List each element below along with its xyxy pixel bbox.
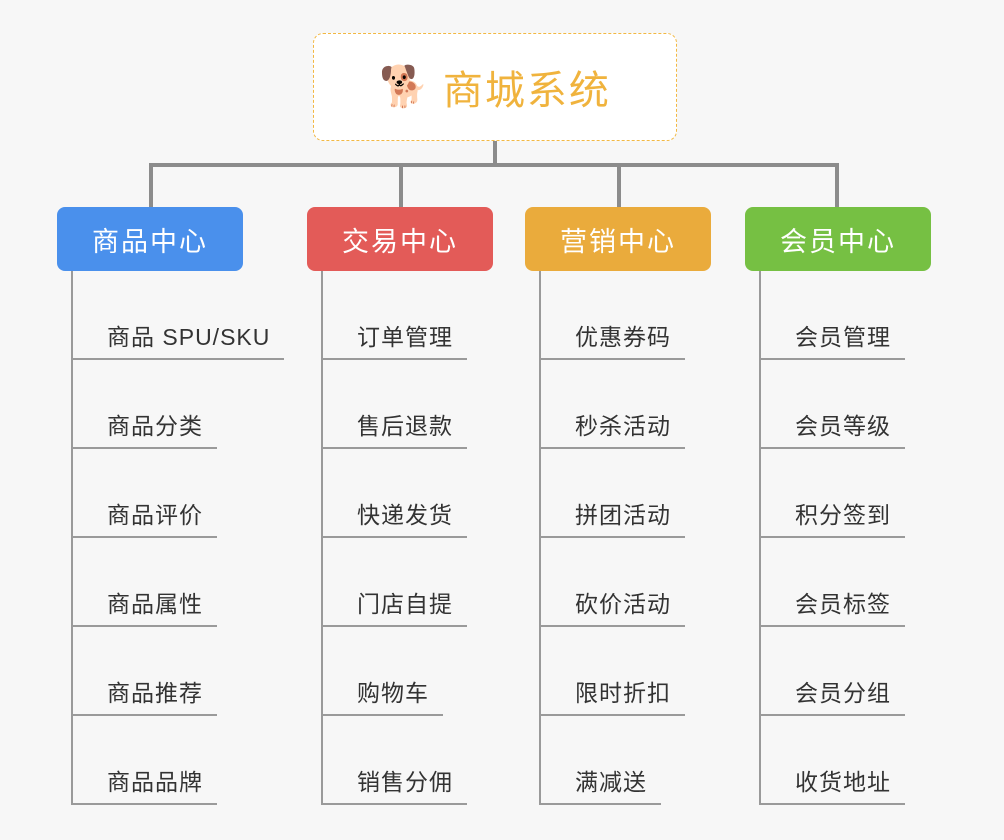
connector-leaf-rule: [539, 447, 571, 449]
branch-label: 交易中心: [342, 226, 458, 257]
connector-leaf-rule: [71, 803, 103, 805]
leaf-item[interactable]: 商品 SPU/SKU: [71, 271, 285, 360]
leaf-item[interactable]: 购物车: [321, 627, 467, 716]
connector-leaf-rule: [759, 803, 791, 805]
leaf-item[interactable]: 收货地址: [759, 716, 905, 805]
shiba-dog-icon: 🐕: [379, 65, 429, 109]
connector-leaf-rule: [759, 714, 791, 716]
connector-leaf-rule: [321, 803, 353, 805]
connector-drop-3: [617, 163, 621, 207]
leaf-item-label: 会员管理: [791, 318, 905, 360]
connector-leaf-rule: [71, 714, 103, 716]
root-node-mall-system[interactable]: 🐕 商城系统: [313, 33, 677, 141]
leaf-item-label: 订单管理: [353, 318, 467, 360]
leaf-item[interactable]: 满减送: [539, 716, 685, 805]
leaf-item[interactable]: 会员等级: [759, 360, 905, 449]
branch-node-product-center[interactable]: 商品中心: [57, 207, 243, 271]
leaf-item-label: 商品品牌: [103, 763, 217, 805]
branch-label: 商品中心: [92, 226, 208, 257]
connector-drop-1: [149, 163, 153, 207]
leaf-item[interactable]: 销售分佣: [321, 716, 467, 805]
branch-label: 会员中心: [780, 226, 896, 257]
connector-horizontal-bus: [149, 163, 837, 167]
leaf-item[interactable]: 限时折扣: [539, 627, 685, 716]
leaf-item-label: 门店自提: [353, 585, 467, 627]
branch-node-member-center[interactable]: 会员中心: [745, 207, 931, 271]
leaf-item-label: 会员分组: [791, 674, 905, 716]
connector-leaf-rule: [71, 447, 103, 449]
leaf-item-label: 购物车: [353, 674, 443, 716]
connector-leaf-rule: [539, 714, 571, 716]
leaf-column-member-center: 会员管理 会员等级 积分签到 会员标签 会员分组 收货地址: [759, 271, 905, 805]
connector-trunk: [321, 271, 323, 805]
leaf-item[interactable]: 秒杀活动: [539, 360, 685, 449]
connector-leaf-rule: [759, 536, 791, 538]
leaf-item[interactable]: 订单管理: [321, 271, 467, 360]
leaf-item-label: 积分签到: [791, 496, 905, 538]
leaf-item-label: 会员等级: [791, 407, 905, 449]
leaf-item-label: 会员标签: [791, 585, 905, 627]
connector-root-stem: [493, 141, 497, 165]
leaf-item-label: 收货地址: [791, 763, 905, 805]
connector-leaf-rule: [321, 714, 353, 716]
leaf-item[interactable]: 门店自提: [321, 538, 467, 627]
connector-leaf-rule: [759, 625, 791, 627]
leaf-item-label: 商品属性: [103, 585, 217, 627]
leaf-item[interactable]: 商品品牌: [71, 716, 284, 805]
leaf-item[interactable]: 商品分类: [71, 360, 284, 449]
connector-leaf-rule: [321, 625, 353, 627]
connector-leaf-rule: [321, 447, 353, 449]
branch-label: 营销中心: [560, 226, 676, 257]
leaf-item[interactable]: 优惠券码: [539, 271, 685, 360]
connector-leaf-rule: [321, 536, 353, 538]
leaf-item-label: 拼团活动: [571, 496, 685, 538]
connector-leaf-rule: [71, 536, 103, 538]
leaf-item[interactable]: 商品评价: [71, 449, 284, 538]
leaf-item[interactable]: 会员管理: [759, 271, 905, 360]
leaf-item[interactable]: 商品推荐: [71, 627, 284, 716]
leaf-item[interactable]: 快递发货: [321, 449, 467, 538]
connector-leaf-rule: [759, 447, 791, 449]
leaf-item-label: 商品 SPU/SKU: [103, 318, 285, 360]
connector-leaf-rule: [71, 358, 103, 360]
leaf-item-label: 商品评价: [103, 496, 217, 538]
leaf-column-marketing-center: 优惠券码 秒杀活动 拼团活动 砍价活动 限时折扣 满减送: [539, 271, 685, 805]
leaf-item[interactable]: 砍价活动: [539, 538, 685, 627]
leaf-item[interactable]: 商品属性: [71, 538, 284, 627]
leaf-item[interactable]: 售后退款: [321, 360, 467, 449]
leaf-item-label: 销售分佣: [353, 763, 467, 805]
leaf-item-label: 快递发货: [353, 496, 467, 538]
connector-leaf-rule: [539, 803, 571, 805]
leaf-item[interactable]: 会员标签: [759, 538, 905, 627]
leaf-item-label: 优惠券码: [571, 318, 685, 360]
branch-node-marketing-center[interactable]: 营销中心: [525, 207, 711, 271]
leaf-item-label: 秒杀活动: [571, 407, 685, 449]
leaf-item[interactable]: 拼团活动: [539, 449, 685, 538]
connector-leaf-rule: [71, 625, 103, 627]
leaf-item-label: 砍价活动: [571, 585, 685, 627]
leaf-item[interactable]: 积分签到: [759, 449, 905, 538]
connector-trunk: [539, 271, 541, 805]
leaf-item-label: 售后退款: [353, 407, 467, 449]
leaf-item-label: 商品分类: [103, 407, 217, 449]
root-node-label: 商城系统: [442, 69, 611, 113]
leaf-item[interactable]: 会员分组: [759, 627, 905, 716]
leaf-column-trade-center: 订单管理 售后退款 快递发货 门店自提 购物车 销售分佣: [321, 271, 467, 805]
branch-node-trade-center[interactable]: 交易中心: [307, 207, 493, 271]
leaf-column-product-center: 商品 SPU/SKU 商品分类 商品评价 商品属性 商品推荐 商品品牌: [71, 271, 285, 805]
connector-leaf-rule: [539, 536, 571, 538]
connector-drop-4: [835, 163, 839, 207]
connector-trunk: [71, 271, 73, 805]
connector-leaf-rule: [321, 358, 353, 360]
leaf-item-label: 商品推荐: [103, 674, 217, 716]
connector-trunk: [759, 271, 761, 805]
connector-leaf-rule: [759, 358, 791, 360]
connector-drop-2: [399, 163, 403, 207]
leaf-item-label: 满减送: [571, 763, 661, 805]
connector-leaf-rule: [539, 358, 571, 360]
connector-leaf-rule: [539, 625, 571, 627]
leaf-item-label: 限时折扣: [571, 674, 685, 716]
